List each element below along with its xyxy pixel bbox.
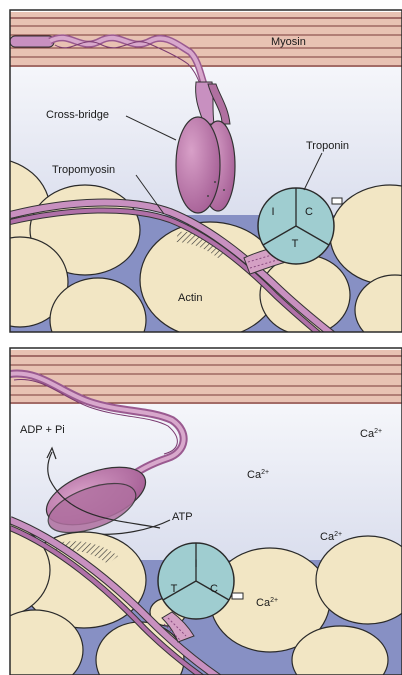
panel-top bbox=[0, 10, 402, 362]
troponin-c-top: C bbox=[302, 206, 316, 218]
cross-bridge-label: Cross-bridge bbox=[46, 109, 109, 121]
troponin-c-bottom: C bbox=[207, 583, 221, 595]
calcium-ion-label: Ca2+ bbox=[256, 597, 278, 609]
troponin-i-bottom: I bbox=[189, 558, 203, 570]
adp-pi-label: ADP + Pi bbox=[20, 424, 65, 436]
troponin-t-top: T bbox=[288, 238, 302, 250]
troponin-t-bottom: T bbox=[167, 583, 181, 595]
myosin-label: Myosin bbox=[271, 36, 306, 48]
atp-label: ATP bbox=[172, 511, 193, 523]
calcium-ion-label: Ca2+ bbox=[320, 531, 342, 543]
tropomyosin-label: Tropomyosin bbox=[52, 164, 115, 176]
calcium-ion-label: Ca2+ bbox=[360, 428, 382, 440]
troponin-label: Troponin bbox=[306, 140, 349, 152]
troponin-i-top: I bbox=[266, 206, 280, 218]
panel-bottom bbox=[0, 348, 402, 675]
actin-label: Actin bbox=[178, 292, 202, 304]
calcium-ion-label: Ca2+ bbox=[247, 469, 269, 481]
